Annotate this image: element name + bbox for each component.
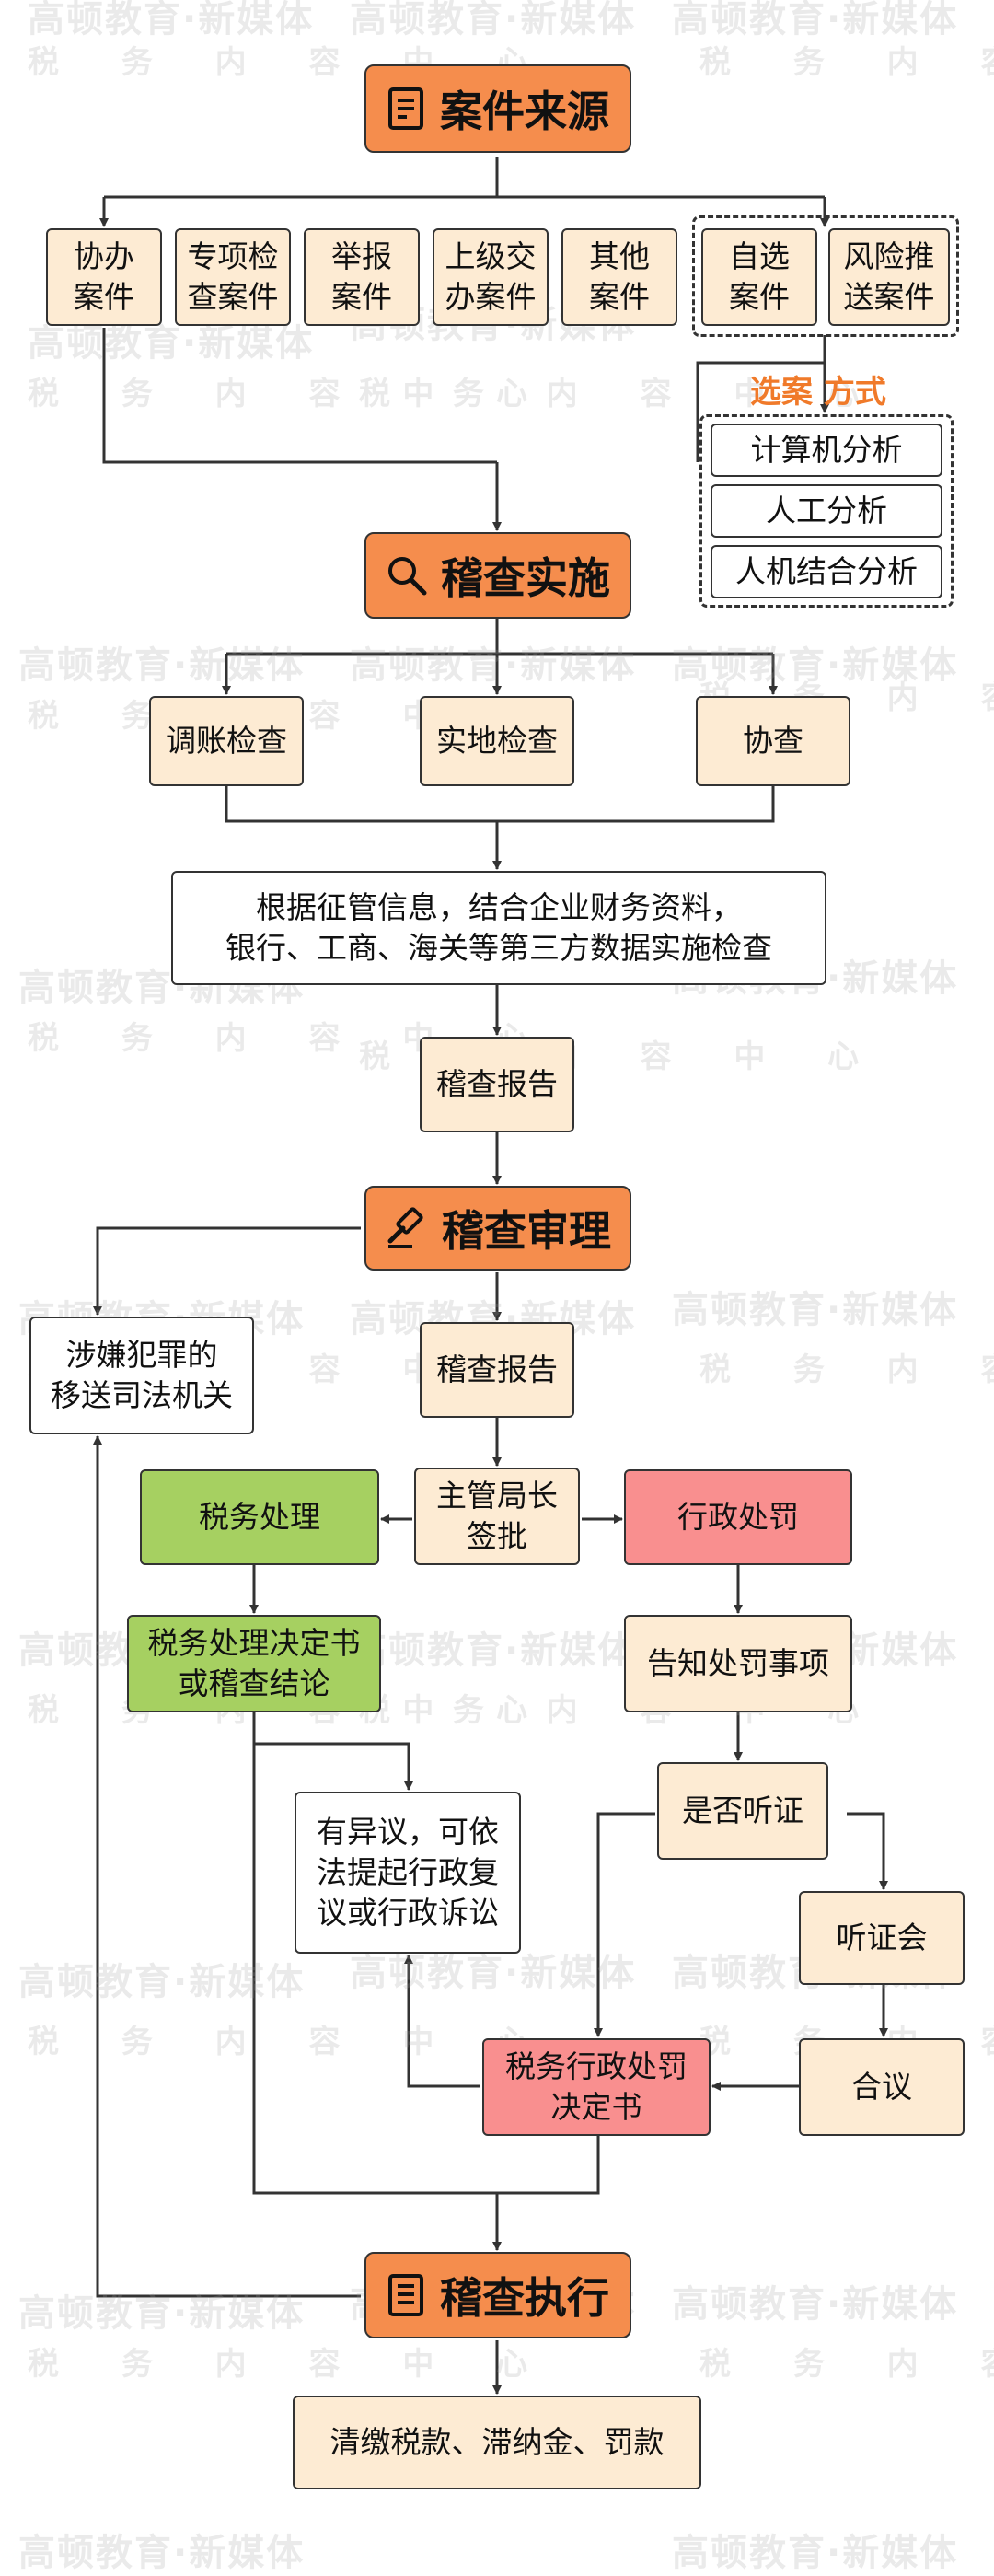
check-adjust-accounts: 调账检查 [149,696,304,786]
arrow-to-penalty-decision [594,1812,655,2037]
final-payment: 清缴税款、滞纳金、罚款 [293,2396,701,2489]
arrow-to-hearing [847,1812,888,1890]
deliberation-label: 合议 [851,2069,912,2105]
arrow-execute-to-criminal [93,1435,361,2298]
administrative-penalty-label: 行政处罚 [677,1499,799,1535]
hearing-label: 听证会 [836,1920,928,1955]
objection-notice-label: 有异议，可依 法提起行政复 议或行政诉讼 [317,1814,499,1931]
inspection-basis: 根据征管信息，结合企业财务资料， 银行、工商、海关等第三方数据实施检查 [171,871,826,985]
director-approval-label: 主管局长 签批 [436,1478,558,1554]
line-xieban-down [102,328,497,464]
source-fengxian: 风险推 送案件 [828,228,950,326]
method-computer: 计算机分析 [711,424,942,477]
criminal-transfer: 涉嫌犯罪的 移送司法机关 [29,1317,254,1434]
header-implementation-label: 稽查实施 [441,553,610,603]
method-manual-label: 人工分析 [766,493,887,528]
notify-penalty-label: 告知处罚事项 [647,1645,829,1681]
source-zhuanxiang-label: 专项检 查案件 [187,238,279,315]
audit-report-2: 稽查报告 [420,1322,574,1418]
method-combined-label: 人机结合分析 [735,553,918,589]
penalty-decision: 税务行政处罚 决定书 [482,2038,711,2136]
arrow-penalty-to-objection [404,1955,480,2088]
header-case-source-label: 案件来源 [440,87,609,136]
arrow-to-criminal [93,1226,361,1316]
header-review-label: 稽查审理 [442,1206,611,1256]
source-xieban-label: 协办 案件 [74,238,134,315]
selected-cases-group [692,215,959,337]
line-checks-merge [225,786,775,823]
line-selected-down [696,335,826,462]
source-zixuan: 自选 案件 [701,228,817,326]
hearing-question: 是否听证 [657,1762,828,1860]
selection-method-group [699,414,954,608]
selection-method-title: 选案 方式 [750,374,886,411]
method-combined: 人机结合分析 [711,545,942,598]
document-icon [388,87,423,130]
header-review: 稽查审理 [364,1186,631,1271]
check-adjust-accounts-label: 调账检查 [166,723,287,759]
tax-handling-label: 税务处理 [199,1499,320,1535]
director-approval: 主管局长 签批 [414,1468,580,1565]
header-execution: 稽查执行 [364,2252,631,2338]
audit-report-2-label: 稽查报告 [436,1352,558,1387]
tax-decision-label: 税务处理决定书 或稽查结论 [147,1625,361,1701]
audit-report-1-label: 稽查报告 [436,1066,558,1102]
method-manual: 人工分析 [711,484,942,538]
source-zhuanxiang: 专项检 查案件 [175,228,291,326]
header-execution-label: 稽查执行 [440,2273,609,2323]
header-case-source: 案件来源 [364,64,631,153]
source-xieban: 协办 案件 [46,228,162,326]
checklist-icon [388,2274,423,2316]
administrative-penalty: 行政处罚 [624,1469,852,1565]
notify-penalty: 告知处罚事项 [624,1615,852,1712]
line-decision-merge [252,1668,600,2195]
check-onsite-label: 实地检查 [436,723,558,759]
source-qita-label: 其他 案件 [589,238,650,315]
audit-report-1: 稽查报告 [420,1037,574,1132]
criminal-transfer-label: 涉嫌犯罪的 移送司法机关 [51,1337,233,1413]
source-zixuan-label: 自选 案件 [729,238,790,315]
source-fengxian-label: 风险推 送案件 [843,238,935,315]
method-computer-label: 计算机分析 [750,432,903,468]
header-implementation: 稽查实施 [364,532,631,619]
tax-handling: 税务处理 [140,1469,379,1565]
source-jubao-label: 举报 案件 [331,238,392,315]
source-shangji-label: 上级交 办案件 [445,238,537,315]
deliberation: 合议 [799,2038,965,2136]
tax-decision: 税务处理决定书 或稽查结论 [127,1615,381,1712]
check-assist-label: 协查 [743,723,803,759]
source-jubao: 举报 案件 [304,228,420,326]
gavel-icon [387,1207,423,1248]
objection-notice: 有异议，可依 法提起行政复 议或行政诉讼 [295,1792,521,1954]
check-onsite: 实地检查 [420,696,574,786]
penalty-decision-label: 税务行政处罚 决定书 [505,2048,688,2125]
check-assist: 协查 [696,696,850,786]
inspection-basis-label: 根据征管信息，结合企业财务资料， 银行、工商、海关等第三方数据实施检查 [225,889,772,966]
magnifier-icon [388,557,427,596]
source-qita: 其他 案件 [561,228,677,326]
final-payment-label: 清缴税款、滞纳金、罚款 [329,2424,665,2460]
source-shangji: 上级交 办案件 [433,228,549,326]
hearing: 听证会 [799,1891,965,1985]
hearing-question-label: 是否听证 [682,1793,803,1828]
